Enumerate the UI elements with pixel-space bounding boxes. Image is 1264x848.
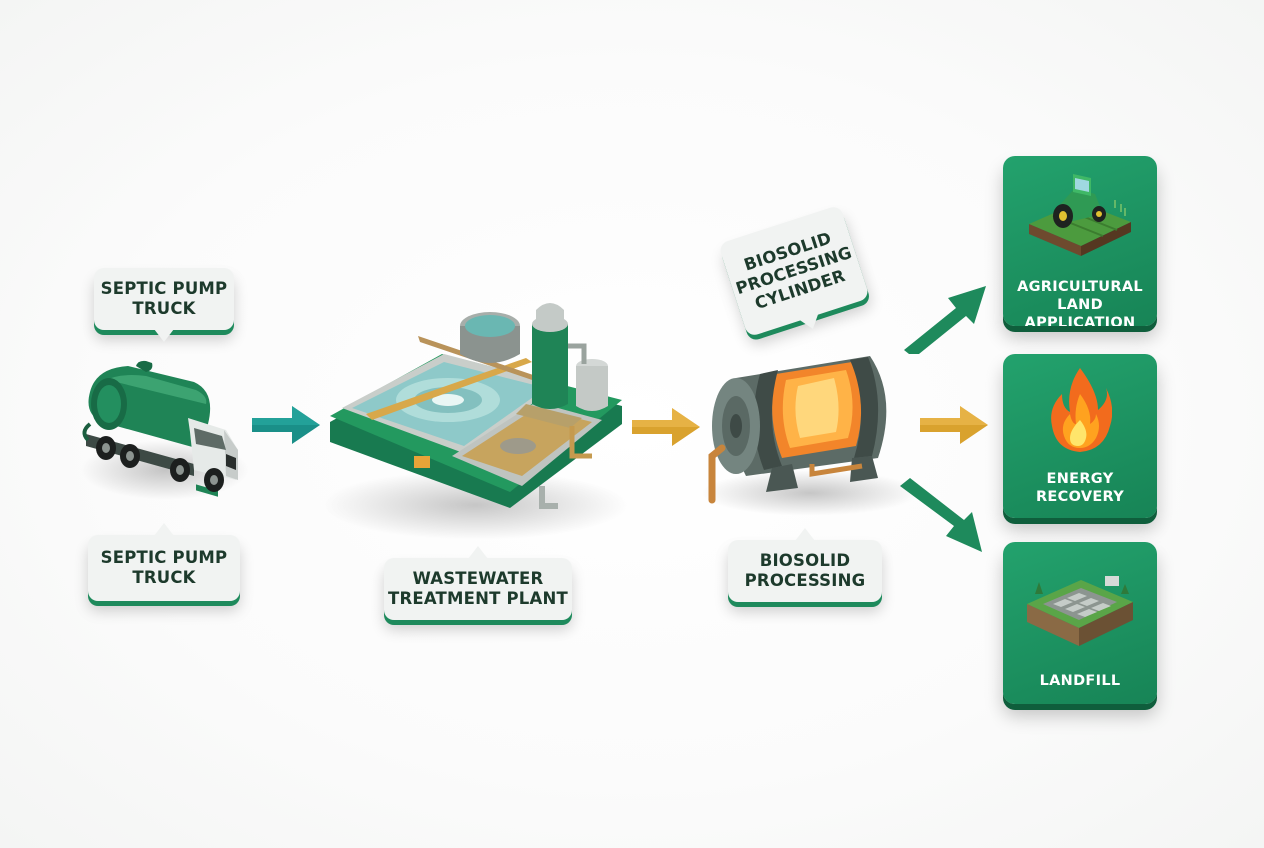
agricultural-land-application-label: AGRICULTURAL LAND APPLICATION <box>1017 279 1143 326</box>
septic-truck-label-bottom-text: SEPTIC PUMP TRUCK <box>100 548 228 587</box>
cylinder-shadow <box>700 470 920 516</box>
landfill-card: LANDFILL <box>1003 542 1157 704</box>
arrow-plant-to-biosolid <box>632 408 700 446</box>
biosolid-cylinder-label: BIOSOLID PROCESSING CYLINDER <box>717 204 871 338</box>
wastewater-treatment-plant-illustration <box>330 303 622 509</box>
septic-truck-label-bottom: SEPTIC PUMP TRUCK <box>88 523 240 601</box>
tractor-icon <box>1029 174 1131 256</box>
treatment-plant-label: WASTEWATER TREATMENT PLANT <box>384 546 572 620</box>
arrow-to-agricultural <box>904 286 986 354</box>
biosolid-processing-cylinder-illustration <box>708 356 887 504</box>
agricultural-land-application-card: AGRICULTURAL LAND APPLICATION <box>1003 156 1157 326</box>
arrow-to-landfill <box>900 478 982 552</box>
biosolid-cylinder-label-text: BIOSOLID PROCESSING CYLINDER <box>733 228 855 314</box>
septic-truck-label-top-text: SEPTIC PUMP TRUCK <box>100 279 228 318</box>
energy-recovery-label: ENERGY RECOVERY <box>1035 471 1125 505</box>
treatment-plant-label-text: WASTEWATER TREATMENT PLANT <box>388 569 568 608</box>
septic-truck-label-top: SEPTIC PUMP TRUCK <box>94 268 234 342</box>
landfill-icon <box>1027 576 1133 646</box>
flame-icon <box>1051 368 1112 452</box>
biosolid-processing-label-text: BIOSOLID PROCESSING <box>744 551 866 590</box>
biosolid-processing-label: BIOSOLID PROCESSING <box>728 528 882 602</box>
energy-recovery-card: ENERGY RECOVERY <box>1003 354 1157 518</box>
landfill-label: LANDFILL <box>1039 673 1121 689</box>
arrow-truck-to-plant <box>252 406 320 444</box>
septic-pump-truck-illustration <box>82 360 238 497</box>
arrow-to-energy <box>920 406 988 444</box>
